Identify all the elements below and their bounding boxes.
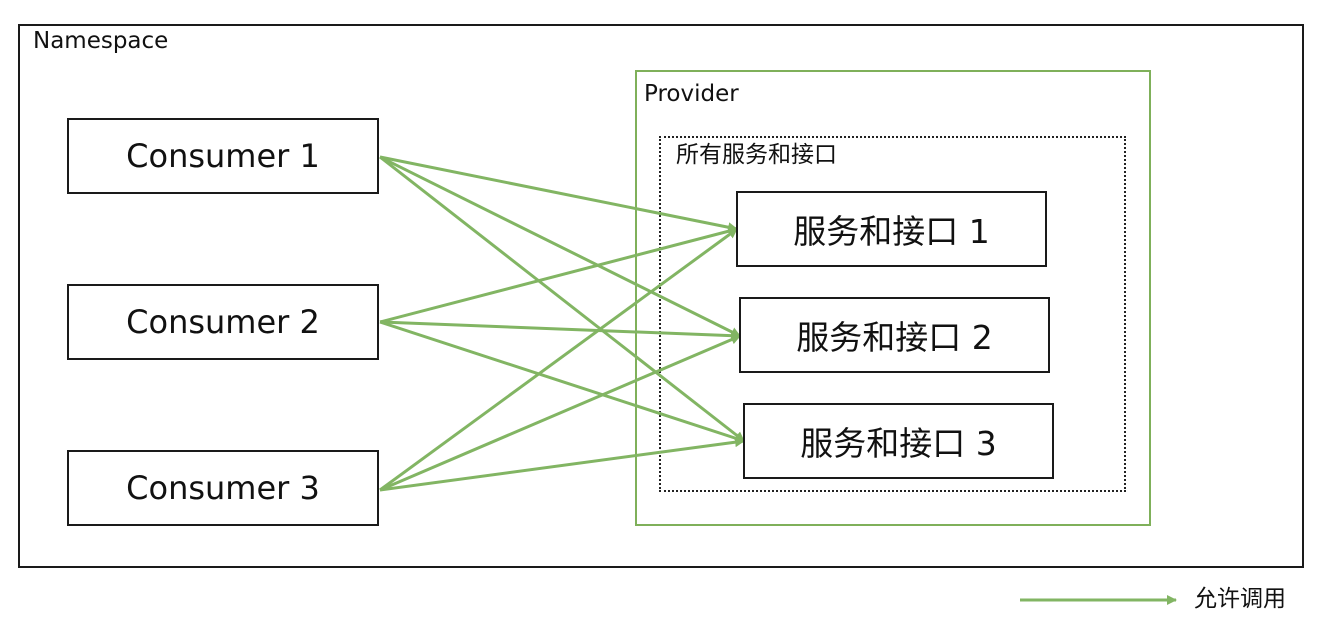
service-1-box: 服务和接口 1 [736, 191, 1047, 267]
consumer-3-label: Consumer 3 [126, 469, 320, 507]
service-1-label: 服务和接口 1 [793, 212, 990, 251]
consumer-3-box: Consumer 3 [67, 450, 379, 526]
service-3-label: 服务和接口 3 [800, 424, 997, 463]
legend-label: 允许调用 [1194, 586, 1286, 612]
service-2-box: 服务和接口 2 [739, 297, 1050, 373]
consumer-1-box: Consumer 1 [67, 118, 379, 194]
consumer-2-label: Consumer 2 [126, 303, 320, 341]
service-3-box: 服务和接口 3 [743, 403, 1054, 479]
service-2-label: 服务和接口 2 [796, 318, 993, 357]
namespace-container [18, 24, 1304, 568]
all-services-label: 所有服务和接口 [676, 142, 837, 168]
consumer-1-label: Consumer 1 [126, 137, 320, 175]
namespace-label: Namespace [33, 28, 169, 54]
provider-label: Provider [644, 81, 739, 107]
consumer-2-box: Consumer 2 [67, 284, 379, 360]
